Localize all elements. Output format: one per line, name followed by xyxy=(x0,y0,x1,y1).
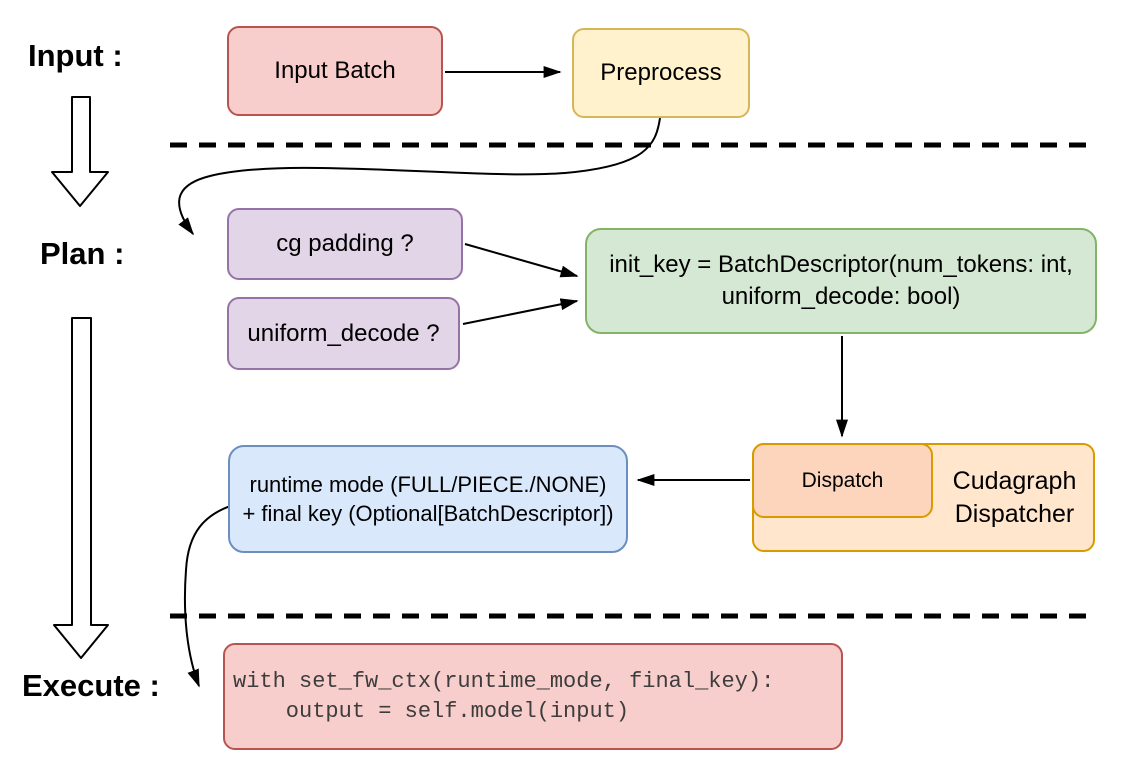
arrow-runtime-to-executecode xyxy=(183,502,241,688)
node-uniform-decode-label: uniform_decode ? xyxy=(247,319,440,347)
stage-label-execute: Execute : xyxy=(22,668,160,703)
node-input-batch: Input Batch xyxy=(227,26,443,116)
execute-code-line2: output = self.model(input) xyxy=(233,698,630,724)
node-execute-code: with set_fw_ctx(runtime_mode, final_key)… xyxy=(223,643,843,750)
node-init-key: init_key = BatchDescriptor(num_tokens: i… xyxy=(585,228,1097,334)
node-cg-padding: cg padding ? xyxy=(227,208,463,280)
node-dispatch: Dispatch xyxy=(752,443,933,518)
stage-label-input: Input : xyxy=(28,38,123,73)
node-runtime-mode-line2: + final key (Optional[BatchDescriptor]) xyxy=(242,501,614,526)
cudagraph-dispatcher-label: Cudagraph Dispatcher xyxy=(932,445,1097,550)
node-init-key-line2: uniform_decode: bool) xyxy=(721,283,961,310)
execute-code-line1: with set_fw_ctx(runtime_mode, final_key)… xyxy=(233,668,775,694)
node-runtime-mode: runtime mode (FULL/PIECE./NONE) + final … xyxy=(228,445,628,553)
block-arrow-input-to-plan xyxy=(51,96,109,207)
cudagraph-dispatcher-line2: Dispatcher xyxy=(954,499,1075,528)
node-uniform-decode: uniform_decode ? xyxy=(227,297,460,370)
cudagraph-dispatcher-line1: Cudagraph xyxy=(952,467,1077,495)
arrow-uniformdecode-to-initkey xyxy=(462,298,579,325)
node-cg-padding-label: cg padding ? xyxy=(276,230,414,258)
node-dispatch-label: Dispatch xyxy=(801,468,884,492)
node-input-batch-label: Input Batch xyxy=(274,57,396,85)
stage-label-plan: Plan : xyxy=(40,236,125,271)
node-preprocess-label: Preprocess xyxy=(600,59,722,87)
node-init-key-line1: init_key = BatchDescriptor(num_tokens: i… xyxy=(609,251,1073,279)
node-runtime-mode-line1: runtime mode (FULL/PIECE./NONE) xyxy=(249,471,607,497)
block-arrow-plan-to-execute xyxy=(53,317,109,659)
arrow-cgpadding-to-initkey xyxy=(464,243,579,278)
node-preprocess: Preprocess xyxy=(572,28,750,118)
arrow-preprocess-to-cgpadding xyxy=(178,117,661,236)
